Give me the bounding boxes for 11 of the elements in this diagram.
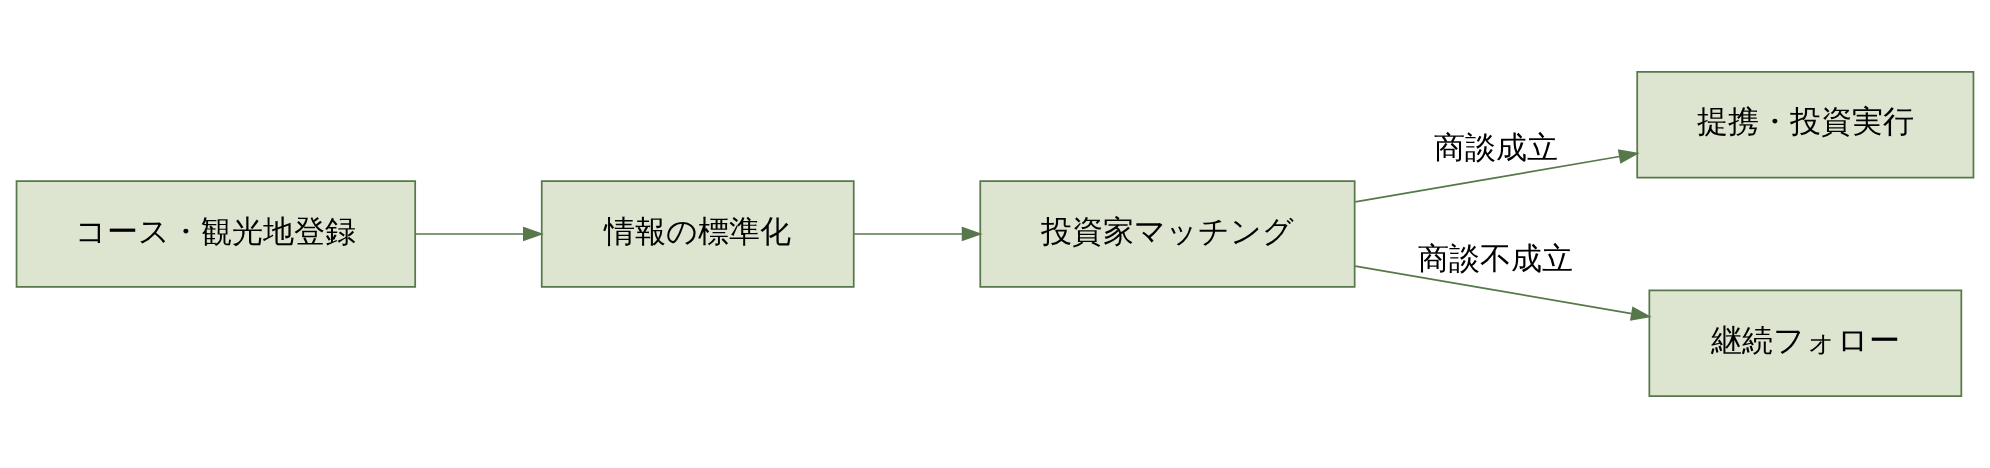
edge-label: 商談不成立 xyxy=(1418,240,1574,277)
node-box: コース・観光地登録 xyxy=(15,180,417,288)
node-box: 提携・投資実行 xyxy=(1636,71,1975,179)
edge-label: 商談成立 xyxy=(1433,129,1558,166)
arrow xyxy=(1354,265,1652,321)
arrow xyxy=(414,226,544,242)
node-box: 情報の標準化 xyxy=(540,180,855,288)
arrow xyxy=(1354,149,1640,203)
node-box: 投資家マッチング xyxy=(979,180,1356,288)
arrow xyxy=(853,226,983,242)
node-box: 継続フォロー xyxy=(1648,289,1963,397)
